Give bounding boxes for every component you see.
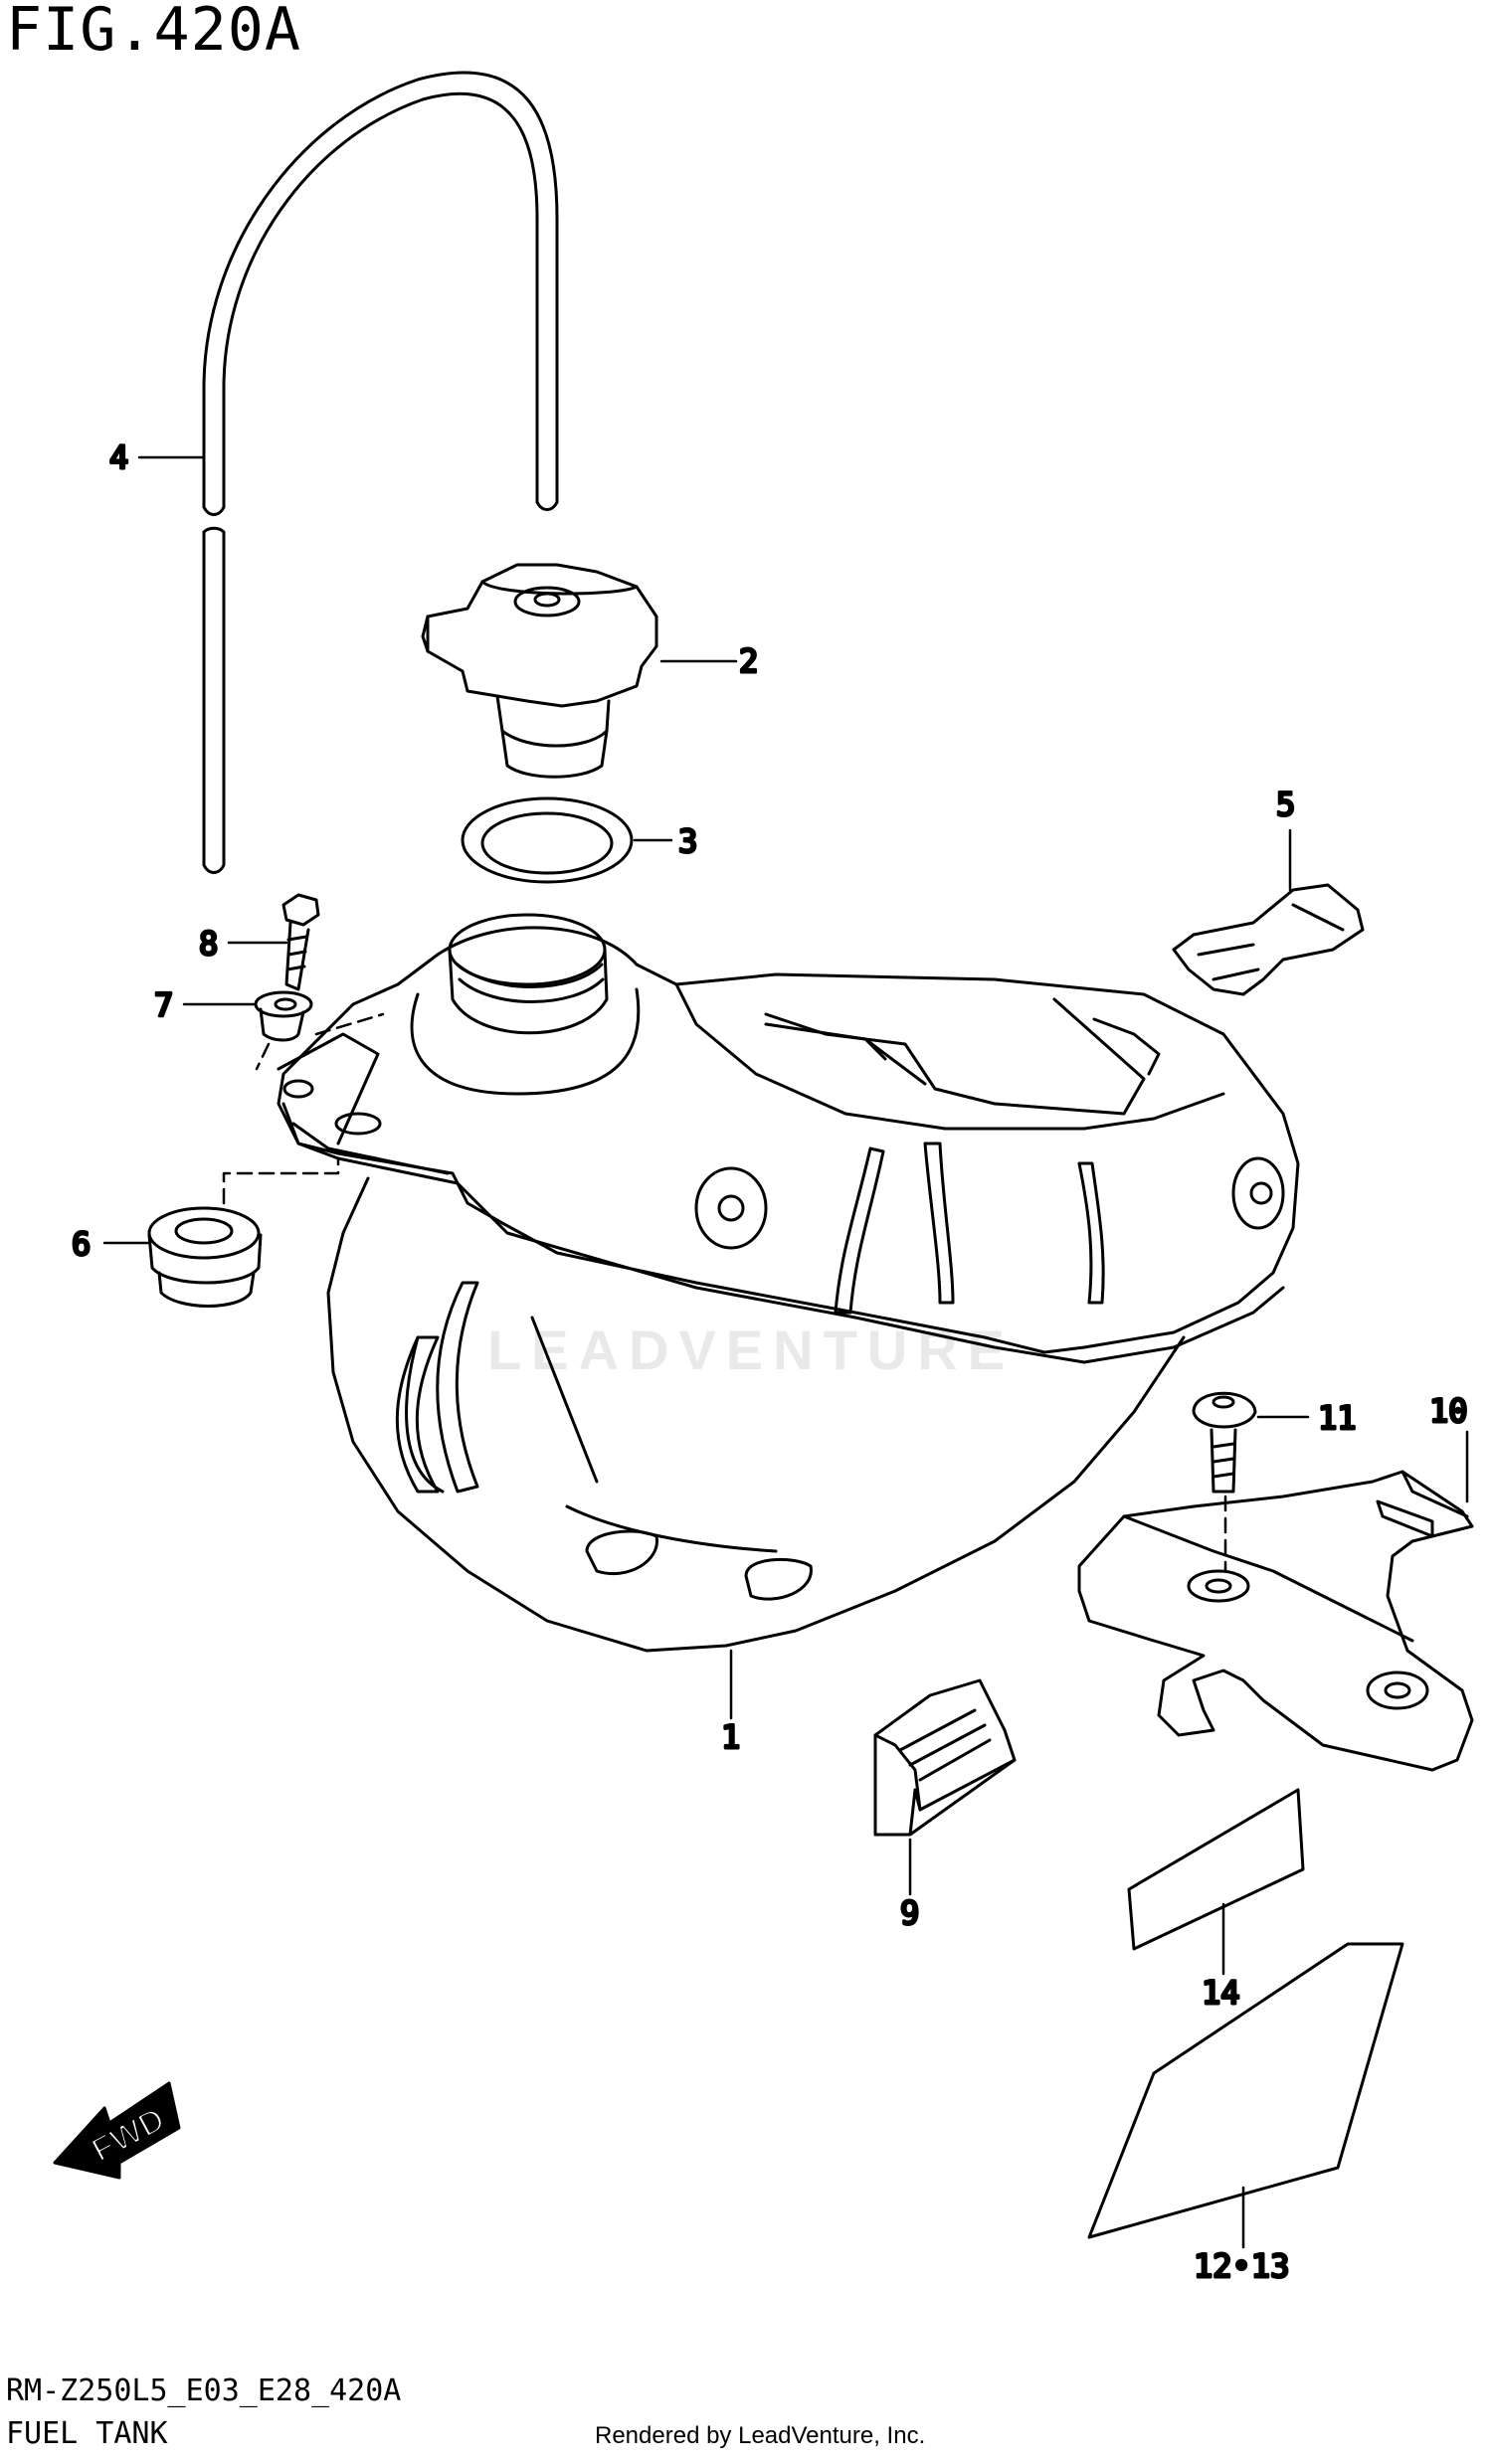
callout-11[interactable]: 11 <box>1317 1398 1359 1439</box>
credit-line: Rendered by LeadVenture, Inc. <box>595 2422 926 2449</box>
section-name: FUEL TANK <box>6 2416 168 2451</box>
rubber-cushion-drawing[interactable] <box>147 1206 263 1308</box>
callout-2[interactable]: 2 <box>738 641 760 682</box>
callout-1[interactable]: 1 <box>720 1717 742 1758</box>
label-sheet-drawing[interactable] <box>1127 1788 1305 1951</box>
callout-9[interactable]: 9 <box>899 1893 921 1934</box>
cap-gasket-drawing[interactable] <box>461 796 634 884</box>
mounting-bolt-drawing[interactable] <box>281 893 320 991</box>
bracket-bolt-drawing[interactable] <box>1192 1391 1257 1494</box>
callout-5[interactable]: 5 <box>1275 785 1297 825</box>
tank-bracket-drawing[interactable] <box>1077 1470 1474 1772</box>
diagram-code: RM-Z250L5_E03_E28_420A <box>6 2374 402 2408</box>
figure-title: FIG.420A <box>6 0 301 65</box>
leader-lines <box>102 455 1469 2249</box>
callout-6[interactable]: 6 <box>71 1224 93 1265</box>
rubber-cushion-pad-drawing[interactable] <box>873 1678 1017 1837</box>
callout-14[interactable]: 14 <box>1201 1973 1242 2014</box>
callout-8[interactable]: 8 <box>198 924 220 965</box>
callout-7[interactable]: 7 <box>153 985 175 1026</box>
collar-drawing[interactable] <box>254 990 313 1042</box>
callout-10[interactable]: 10 <box>1428 1391 1470 1432</box>
hose-guide-clip-drawing[interactable] <box>1172 883 1365 996</box>
fuel-cap-drawing[interactable] <box>421 563 658 779</box>
fwd-arrow-icon <box>53 2081 181 2180</box>
fuel-tank-drawing[interactable] <box>277 913 1300 1653</box>
callout-12-13[interactable]: 12•13 <box>1193 2246 1291 2287</box>
heat-shield-sheet-drawing[interactable] <box>1087 1942 1404 2239</box>
callout-4[interactable]: 4 <box>108 438 130 478</box>
breather-hose-drawing[interactable] <box>202 71 559 874</box>
callout-3[interactable]: 3 <box>677 821 699 862</box>
watermark: LEADVENTURE <box>487 1319 1016 1381</box>
